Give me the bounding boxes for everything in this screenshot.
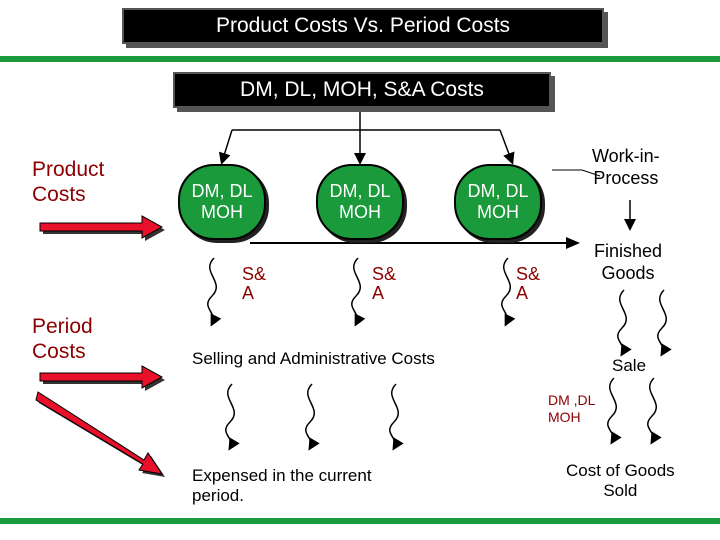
title-banner: Product Costs Vs. Period Costs (122, 8, 604, 44)
period-costs-red-arrow (39, 365, 165, 391)
work-in-process-label: Work-in-Process (592, 146, 660, 188)
period-expensed-red-arrow (35, 391, 165, 477)
cost-categories-text: DM, DL, MOH, S&A Costs (240, 78, 484, 101)
wip-arrow (250, 169, 601, 249)
title-text: Product Costs Vs. Period Costs (215, 14, 511, 37)
product-costs-label: Product Costs (32, 158, 105, 207)
cost-categories-box: DM, DL, MOH, S&A Costs (173, 72, 551, 108)
period-costs-label: Period Costs (32, 315, 93, 364)
bottom-green-bar (0, 518, 720, 524)
sale-label: Sale (612, 356, 647, 375)
branch-lines (218, 106, 636, 231)
sa-label-1: S&A (242, 264, 267, 303)
product-costs-red-arrow (39, 215, 165, 241)
squiggle-arrows (207, 257, 672, 451)
top-green-bar (0, 56, 720, 62)
sa-label-3: S&A (516, 264, 541, 303)
sa-label-2: S&A (372, 264, 397, 303)
selling-admin-costs-label: Selling and Administrative Costs (192, 349, 435, 368)
